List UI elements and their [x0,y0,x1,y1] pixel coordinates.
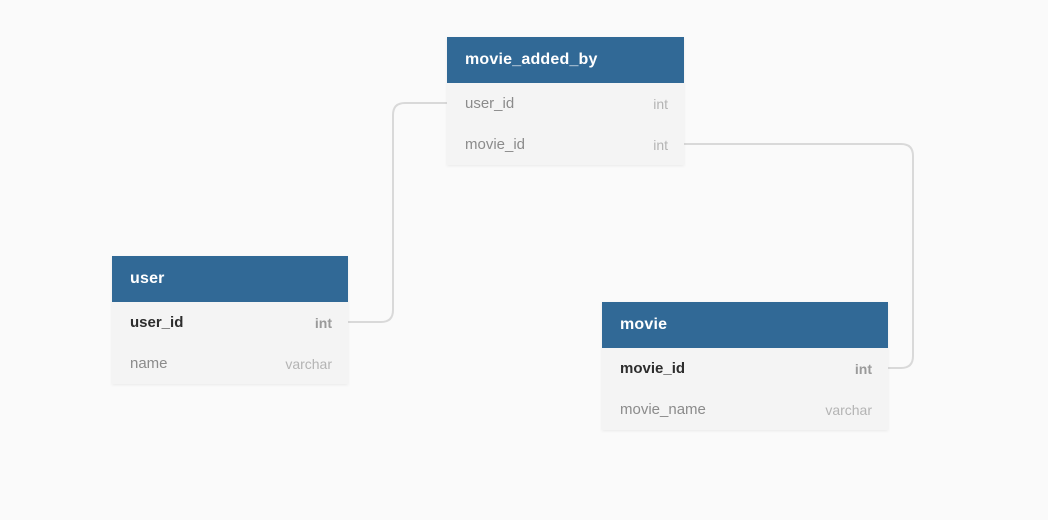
field-type: int [314,314,332,331]
table-row-movie-id[interactable]: movie_id int [447,124,684,165]
table-row-name[interactable]: name varchar [112,343,348,384]
table-user[interactable]: user user_id int name varchar [112,256,348,384]
field-type: int [854,360,872,377]
table-row-user-id[interactable]: user_id int [112,302,348,343]
table-title: movie [620,316,668,333]
field-name: user_id [465,95,515,112]
field-name: movie_name [620,401,706,418]
field-name: user_id [130,314,184,331]
table-user-header[interactable]: user [112,256,348,302]
field-type: int [653,95,668,112]
table-movie[interactable]: movie movie_id int movie_name varchar [602,302,888,430]
field-name: movie_id [620,360,686,377]
field-type: varchar [285,355,332,372]
table-title: user [130,270,165,287]
table-row-user-id[interactable]: user_id int [447,83,684,124]
field-name: name [130,355,168,372]
field-type: int [653,136,668,153]
field-name: movie_id [465,136,526,153]
table-movie-header[interactable]: movie [602,302,888,348]
table-movie-added-by-header[interactable]: movie_added_by [447,37,684,83]
table-movie-added-by[interactable]: movie_added_by user_id int movie_id int [447,37,684,165]
field-type: varchar [825,401,872,418]
table-title: movie_added_by [465,51,598,68]
relationship-line-user-movie-added-by [348,102,447,323]
table-row-movie-name[interactable]: movie_name varchar [602,389,888,430]
table-row-movie-id[interactable]: movie_id int [602,348,888,389]
